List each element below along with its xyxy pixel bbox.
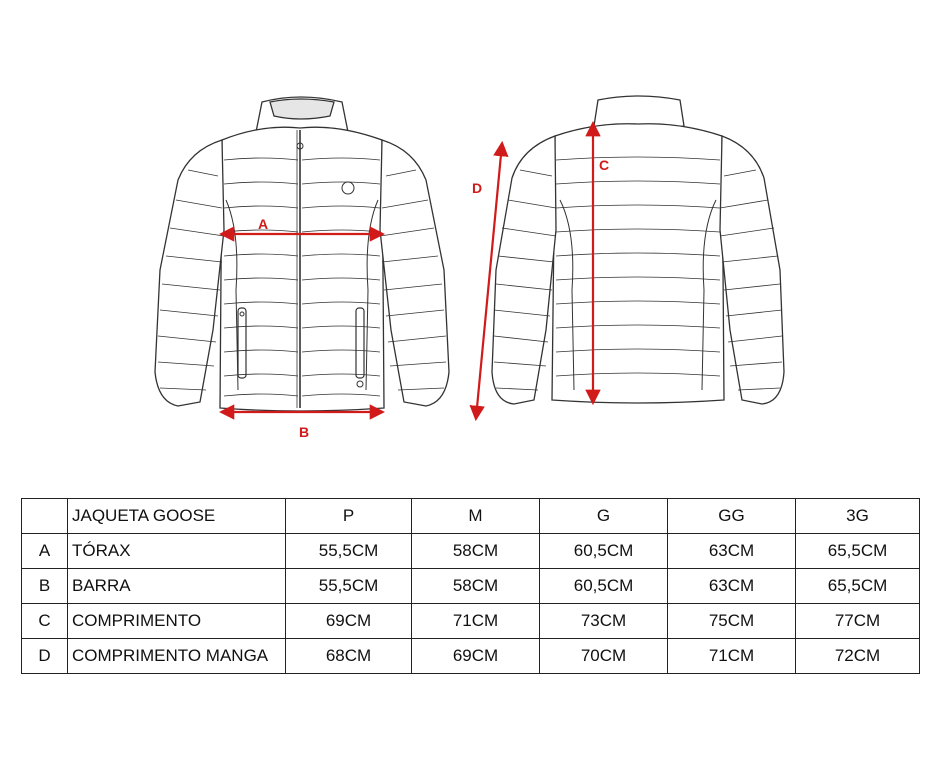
jacket-front-drawing [154, 96, 450, 412]
table-cell: 60,5CM [539, 533, 668, 569]
row-name: TÓRAX [67, 533, 286, 569]
table-cell: 70CM [539, 638, 668, 674]
jacket-measurement-diagram: A B C D [154, 95, 785, 440]
table-cell: 58CM [411, 533, 540, 569]
table-cell: 55,5CM [285, 568, 412, 604]
label-b: B [299, 424, 309, 440]
table-row: D COMPRIMENTO MANGA 68CM 69CM 70CM 71CM … [21, 638, 920, 674]
label-a: A [258, 216, 268, 232]
product-title: JAQUETA GOOSE [67, 498, 286, 534]
label-c: C [599, 157, 609, 173]
size-table: JAQUETA GOOSE P M G GG 3G A TÓRAX 55,5CM… [21, 498, 920, 674]
row-name: COMPRIMENTO MANGA [67, 638, 286, 674]
measurement-arrows [218, 120, 601, 422]
table-cell: 69CM [285, 603, 412, 639]
table-row: C COMPRIMENTO 69CM 71CM 73CM 75CM 77CM [21, 603, 920, 639]
table-row: A TÓRAX 55,5CM 58CM 60,5CM 63CM 65,5CM [21, 533, 920, 569]
table-cell: 69CM [411, 638, 540, 674]
row-code: C [21, 603, 68, 639]
row-code: D [21, 638, 68, 674]
table-cell: 71CM [411, 603, 540, 639]
row-code: A [21, 533, 68, 569]
size-header: G [539, 498, 668, 534]
table-cell: 63CM [667, 533, 796, 569]
arrow-d [469, 140, 509, 422]
table-cell: 71CM [667, 638, 796, 674]
table-cell: 73CM [539, 603, 668, 639]
corner-cell [21, 498, 68, 534]
table-cell: 55,5CM [285, 533, 412, 569]
table-cell: 72CM [795, 638, 920, 674]
row-name: COMPRIMENTO [67, 603, 286, 639]
label-d: D [472, 180, 482, 196]
table-header-row: JAQUETA GOOSE P M G GG 3G [21, 498, 920, 534]
row-name: BARRA [67, 568, 286, 604]
row-code: B [21, 568, 68, 604]
table-cell: 68CM [285, 638, 412, 674]
jacket-back-drawing [491, 95, 785, 405]
table-cell: 58CM [411, 568, 540, 604]
table-cell: 63CM [667, 568, 796, 604]
table-cell: 60,5CM [539, 568, 668, 604]
table-row: B BARRA 55,5CM 58CM 60,5CM 63CM 65,5CM [21, 568, 920, 604]
size-header: M [411, 498, 540, 534]
size-header: 3G [795, 498, 920, 534]
table-cell: 65,5CM [795, 568, 920, 604]
size-header: GG [667, 498, 796, 534]
table-cell: 75CM [667, 603, 796, 639]
size-header: P [285, 498, 412, 534]
table-cell: 65,5CM [795, 533, 920, 569]
table-cell: 77CM [795, 603, 920, 639]
